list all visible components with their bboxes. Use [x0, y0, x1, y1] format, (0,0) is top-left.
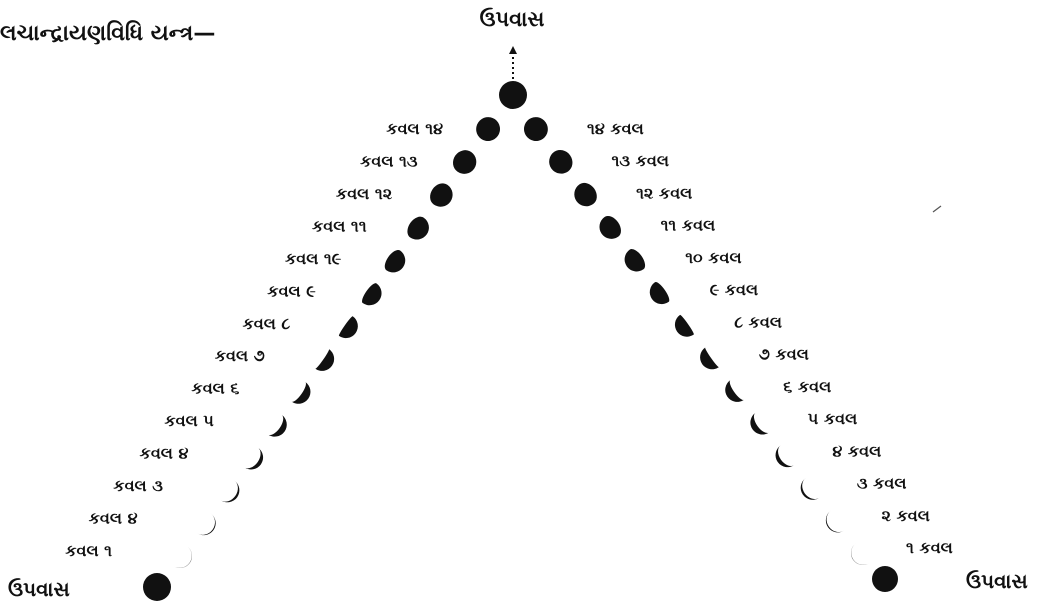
right-end-full-moon [872, 566, 898, 592]
right-row-label-10: ૫ કવલ [808, 409, 857, 428]
left-row-label-2: કવલ ૧૩ [360, 152, 418, 171]
right-moon-13 [821, 511, 845, 538]
right-moon-9 [721, 380, 745, 407]
left-moon-7 [338, 316, 363, 343]
left-row-label-6: કવલ ૯ [267, 281, 316, 300]
left-end-label: ઉપવાસ [8, 577, 70, 601]
left-row-label-13: કવલ ૪ [89, 509, 138, 528]
left-moon-12 [221, 480, 245, 507]
left-moon-11 [244, 448, 268, 475]
left-row-label-4: કવલ ૧૧ [312, 216, 367, 235]
diagram-title: લચાન્દ્રાયણવિધિ યન્ત્ર— [0, 20, 215, 46]
right-moon-11 [771, 445, 795, 472]
apex-arrow-icon [509, 46, 517, 54]
left-row-label-10: કવલ ૫ [164, 411, 214, 430]
right-row-label-4: ૧૧ કવલ [661, 216, 716, 235]
right-row-label-1: ૧૪ કવલ [587, 119, 644, 138]
right-row-label-9: ૬ કવલ [783, 377, 831, 396]
right-moon-1 [519, 112, 552, 145]
left-moon-8 [315, 349, 339, 376]
left-moon-3 [426, 179, 458, 211]
right-moon-4 [595, 212, 625, 243]
left-moon-1 [472, 112, 505, 145]
left-row-label-12: કવલ ૩ [113, 476, 163, 495]
right-row-label-8: ૭ કવલ [759, 345, 809, 364]
left-end: ઉપવાસ [8, 573, 171, 601]
right-moon-8 [695, 347, 719, 374]
right-row-label-2: ૧૩ કવલ [612, 151, 669, 170]
right-moon-2 [544, 145, 577, 178]
left-end-full-moon [143, 573, 171, 601]
left-row-label-3: કવલ ૧૨ [336, 184, 393, 203]
right-row-label-13: ૨ કવલ [882, 506, 930, 525]
right-end-label: ઉપવાસ [966, 569, 1028, 593]
left-moon-6 [360, 281, 387, 310]
right-row-label-11: ૪ કવલ [832, 441, 881, 460]
left-row-label-9: કવલ ૬ [191, 379, 239, 398]
left-row-label-5: કવલ ૧૯ [285, 249, 342, 268]
left-row-label-8: કવલ ૭ [215, 346, 265, 365]
right-end: ઉપવાસ [872, 566, 1028, 593]
right-moon-5 [620, 246, 649, 276]
left-moon-9 [292, 382, 316, 409]
right-moon-14 [846, 543, 870, 570]
right-row-label-3: ૧૨ કવલ [636, 184, 692, 203]
left-row-label-7: કવલ ૮ [242, 314, 290, 333]
left-moon-10 [268, 415, 292, 442]
right-moon-10 [746, 413, 770, 440]
right-moon-12 [796, 478, 820, 505]
left-branch: કવલ ૧૪ કવલ ૧૩ કવલ ૧૨ કવલ ૧૧ કવલ ૧૯ કવલ ૯ કવલ ૮… [65, 112, 504, 572]
right-row-label-6: ૯ કવલ [710, 280, 758, 299]
apex-label: ઉપવાસ [480, 7, 545, 31]
right-row-label-7: ૮ કવલ [734, 312, 782, 331]
apex-marker [499, 46, 527, 109]
apex-full-moon [499, 81, 527, 109]
right-row-label-12: ૩ કવલ [857, 474, 907, 493]
left-moon-14 [173, 546, 197, 573]
left-row-label-1: કવલ ૧૪ [386, 119, 443, 138]
left-moon-5 [381, 247, 410, 277]
left-row-label-11: કવલ ૪ [140, 444, 189, 463]
right-branch: ૧૪ કવલ ૧૩ કવલ ૧૨ કવલ ૧૧ કવલ ૧૦ કવલ ૯ કવલ ૮ કવલ… [519, 112, 952, 569]
left-row-label-14: કવલ ૧ [65, 541, 112, 560]
right-moon-3 [570, 179, 602, 211]
stray-mark [933, 206, 941, 212]
right-moon-7 [670, 314, 695, 341]
left-moon-2 [448, 146, 481, 179]
right-row-label-5: ૧૦ કવલ [685, 248, 741, 267]
right-row-label-14: ૧ કવલ [906, 538, 953, 557]
left-moon-13 [197, 513, 221, 540]
left-moon-4 [403, 213, 433, 244]
right-moon-6 [645, 280, 672, 309]
